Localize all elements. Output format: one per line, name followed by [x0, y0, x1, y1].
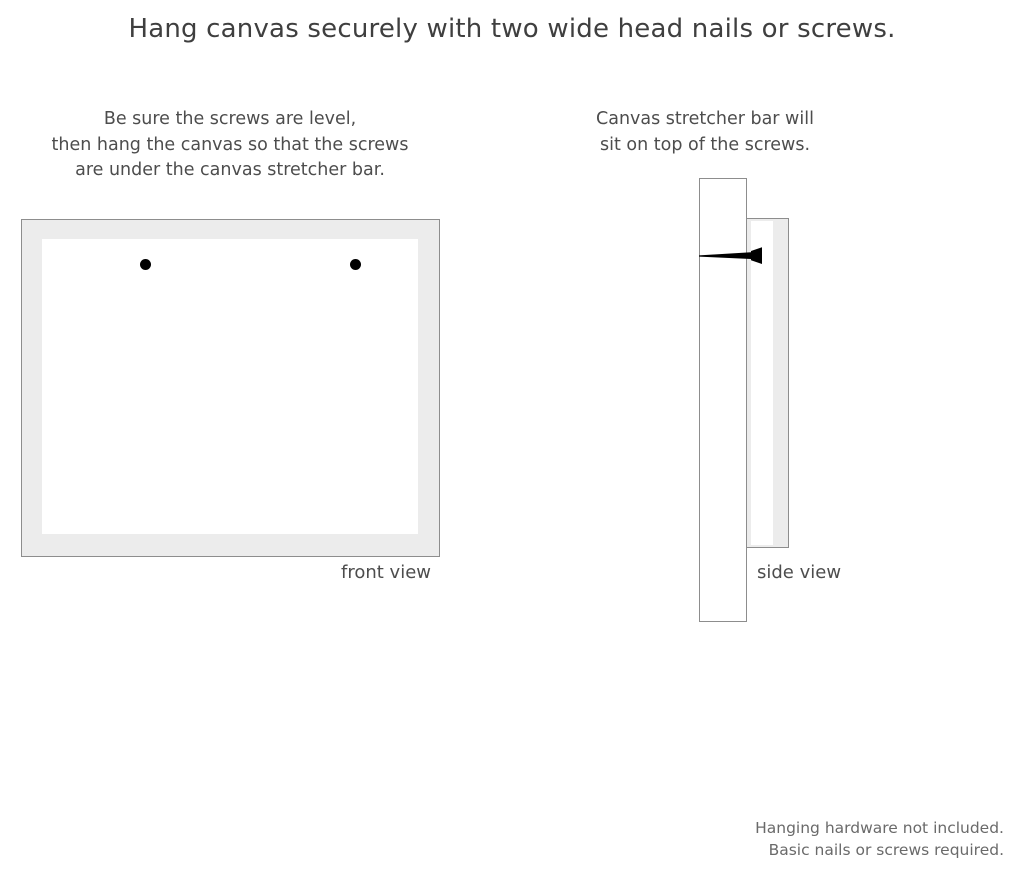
side-view-label: side view [757, 562, 842, 583]
front-view-caption-line-2: then hang the canvas so that the screws [51, 134, 409, 155]
wall-side [699, 178, 747, 622]
footer-note: Hanging hardware not included. Basic nai… [755, 817, 1004, 861]
side-view-caption-line-2: sit on top of the screws. [599, 134, 811, 155]
side-view-caption-line-1: Canvas stretcher bar will [596, 109, 814, 129]
front-view-label: front view [341, 562, 431, 583]
side-view-caption: Canvas stretcher bar will sit on top of … [565, 107, 845, 158]
canvas-inner-surface-front [42, 239, 418, 534]
canvas-stretcher-bar-side [746, 218, 789, 548]
front-view-caption-line-1: Be sure the screws are level, [103, 109, 357, 129]
footer-line-2: Basic nails or screws required. [768, 841, 1004, 859]
front-view-diagram [21, 219, 440, 557]
footer-line-1: Hanging hardware not included. [755, 819, 1004, 837]
screw-icon-side [699, 247, 762, 264]
side-view-diagram [699, 178, 791, 624]
screw-head-icon-left [140, 259, 151, 270]
canvas-inner-surface-side [751, 221, 773, 545]
front-view-caption: Be sure the screws are level, then hang … [20, 107, 440, 184]
canvas-frame-front [21, 219, 440, 557]
front-view-caption-line-3: are under the canvas stretcher bar. [75, 160, 385, 180]
page-title: Hang canvas securely with two wide head … [128, 14, 896, 44]
screw-head-icon-right [350, 259, 361, 270]
